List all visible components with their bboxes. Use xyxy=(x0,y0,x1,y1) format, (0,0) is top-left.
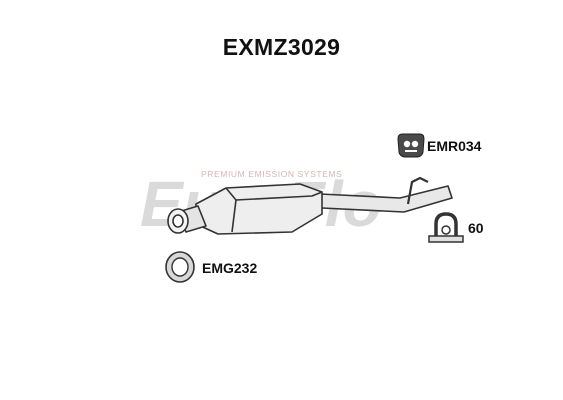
gasket-ring-icon xyxy=(165,251,195,283)
rubber-mount-icon xyxy=(397,133,425,158)
part-label-clamp: 60 xyxy=(468,220,484,236)
part-label-emr034: EMR034 xyxy=(427,138,482,154)
part-label-emg232: EMG232 xyxy=(202,260,258,276)
watermark-tagline: PREMIUM EMISSION SYSTEMS xyxy=(201,169,342,179)
part-number-title: EXMZ3029 xyxy=(222,34,341,60)
u-clamp-icon xyxy=(428,212,464,243)
